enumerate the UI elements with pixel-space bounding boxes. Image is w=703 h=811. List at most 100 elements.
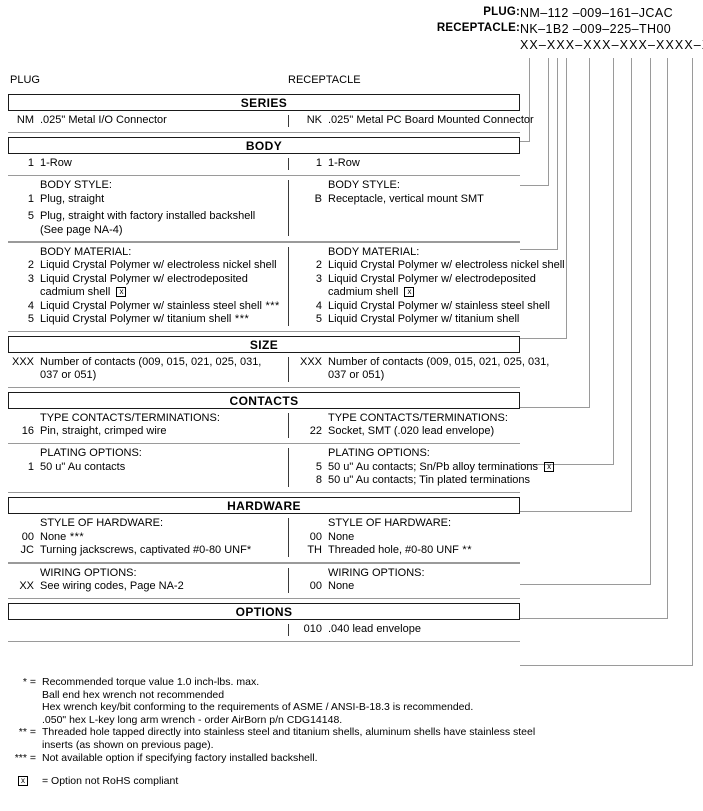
section-band-size: SIZE bbox=[8, 335, 520, 353]
column-divider bbox=[288, 448, 290, 488]
column-divider bbox=[288, 567, 290, 593]
option-text: Liquid Crystal Polymer w/ stainless stee… bbox=[40, 299, 262, 312]
leader-line-horizontal bbox=[520, 584, 651, 585]
rohs-icon: x bbox=[116, 287, 127, 298]
rohs-icon: x bbox=[544, 461, 555, 472]
part-number-row-mask: XX–XXX–XXX–XXX–XXXX–XXX bbox=[0, 38, 703, 54]
leader-line-vertical bbox=[667, 58, 668, 619]
option-group-title: BODY STYLE: bbox=[328, 179, 400, 192]
option-code: 1 bbox=[27, 192, 34, 205]
option-line[interactable]: XXX Number of contacts (009, 015, 021, 02… bbox=[8, 356, 280, 370]
option-text: Liquid Crystal Polymer w/ electrodeposit… bbox=[40, 272, 248, 285]
option-text: Number of contacts (009, 015, 021, 025, … bbox=[40, 355, 262, 368]
rohs-icon: x bbox=[404, 287, 415, 298]
option-code: 010 bbox=[303, 622, 322, 635]
option-code: 3 bbox=[27, 272, 34, 285]
option-line[interactable]: 4 Liquid Crystal Polymer w/ stainless st… bbox=[296, 300, 568, 314]
option-code: 1 bbox=[27, 157, 34, 170]
option-code: 3 bbox=[315, 272, 322, 285]
option-text: Receptacle, vertical mount SMT bbox=[328, 192, 484, 205]
receptacle-label: RECEPTACLE: bbox=[436, 22, 520, 34]
section-band-options: OPTIONS bbox=[8, 602, 520, 620]
option-continuation: cadmium shell x bbox=[296, 286, 568, 300]
option-text: .040 lead envelope bbox=[328, 622, 421, 635]
footnotes-list: * =Recommended torque value 1.0 inch-lbs… bbox=[8, 676, 608, 764]
option-line[interactable]: NK .025" Metal PC Board Mounted Connector bbox=[296, 114, 568, 128]
option-line[interactable]: 8 50 u" Au contacts; Tin plated terminat… bbox=[296, 474, 568, 488]
option-text: Socket, SMT (.020 lead envelope) bbox=[328, 425, 495, 438]
section-rule bbox=[8, 597, 520, 599]
option-text: .025" Metal PC Board Mounted Connector bbox=[328, 114, 534, 126]
option-text: Pin, straight, crimped wire bbox=[40, 425, 167, 438]
option-line[interactable]: 16 Pin, straight, crimped wire bbox=[8, 425, 280, 439]
option-column-right: 010 .040 lead envelope bbox=[296, 623, 568, 637]
footnote-marker: *** bbox=[261, 299, 280, 312]
column-divider bbox=[288, 623, 290, 636]
option-code: TH bbox=[307, 544, 322, 557]
column-divider bbox=[288, 518, 290, 558]
rohs-footnote-text: = Option not RoHS compliant bbox=[42, 775, 179, 788]
option-text: None bbox=[328, 530, 355, 543]
option-group-title: WIRING OPTIONS: bbox=[328, 566, 425, 579]
option-group-title: PLATING OPTIONS: bbox=[40, 447, 142, 460]
footnote-text: inserts (as shown on previous page). bbox=[42, 738, 214, 751]
section-rule bbox=[8, 442, 520, 445]
section-rule bbox=[8, 492, 520, 494]
footnote-marker: *** bbox=[66, 530, 85, 543]
option-code: 16 bbox=[21, 425, 34, 438]
leader-line-horizontal bbox=[520, 249, 558, 250]
option-code: XXX bbox=[11, 355, 34, 368]
option-group-title: TYPE CONTACTS/TERMINATIONS: bbox=[40, 411, 220, 424]
part-number-header: PLUG: NM–112 –009–161–JCAC RECEPTACLE: N… bbox=[0, 6, 703, 68]
option-code: JC bbox=[20, 544, 34, 557]
column-divider bbox=[288, 356, 290, 382]
option-code: 5 bbox=[315, 460, 322, 473]
leader-line-vertical bbox=[557, 58, 558, 250]
option-block: NM.025" Metal I/O Connector NK .025" Metal… bbox=[8, 114, 534, 128]
footnote-text: Recommended torque value 1.0 inch-lbs. m… bbox=[42, 676, 260, 688]
leader-line-vertical bbox=[650, 58, 651, 585]
leader-line-vertical bbox=[529, 58, 530, 142]
section-band-hardware: HARDWARE bbox=[8, 497, 520, 515]
option-line[interactable]: 5 Liquid Crystal Polymer w/ titanium she… bbox=[296, 313, 568, 327]
option-line[interactable]: NM.025" Metal I/O Connector bbox=[8, 114, 280, 128]
option-group-title: STYLE OF HARDWARE: bbox=[40, 517, 164, 530]
section-rule bbox=[8, 640, 520, 642]
option-text: 1-Row bbox=[328, 157, 360, 170]
option-code: NK bbox=[306, 114, 322, 126]
option-line[interactable]: 010 .040 lead envelope bbox=[296, 623, 568, 637]
option-line[interactable]: 3 Liquid Crystal Polymer w/ electrodeposi… bbox=[8, 273, 280, 287]
